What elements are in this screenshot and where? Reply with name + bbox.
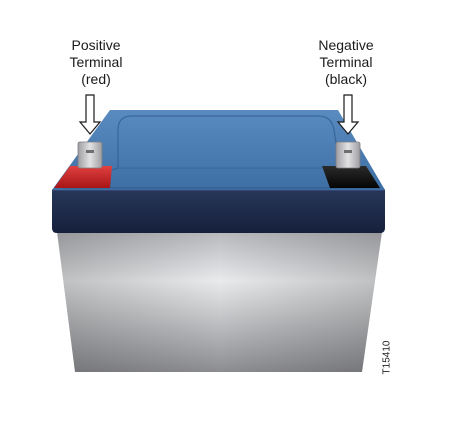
positive-terminal-pad [54,166,112,188]
down-arrow-icon [78,94,102,135]
negative-terminal-pad [322,166,380,188]
negative-terminal-label: Negative Terminal (black) [296,37,396,88]
positive-label-line2: Terminal [69,54,123,70]
lid-top [52,110,385,190]
battery-body [57,232,382,372]
negative-label-line3: (black) [324,71,367,87]
lid-band [52,189,385,233]
positive-label-line1: Positive [71,37,121,53]
positive-label-line3: (red) [81,71,111,87]
positive-terminal-tab [77,141,103,169]
figure-id-label: T15410 [381,340,393,375]
negative-label-line2: Terminal [319,54,373,70]
negative-label-line1: Negative [318,37,374,53]
negative-terminal-tab [335,141,361,169]
down-arrow-icon [336,94,360,135]
positive-terminal-label: Positive Terminal (red) [46,37,146,88]
